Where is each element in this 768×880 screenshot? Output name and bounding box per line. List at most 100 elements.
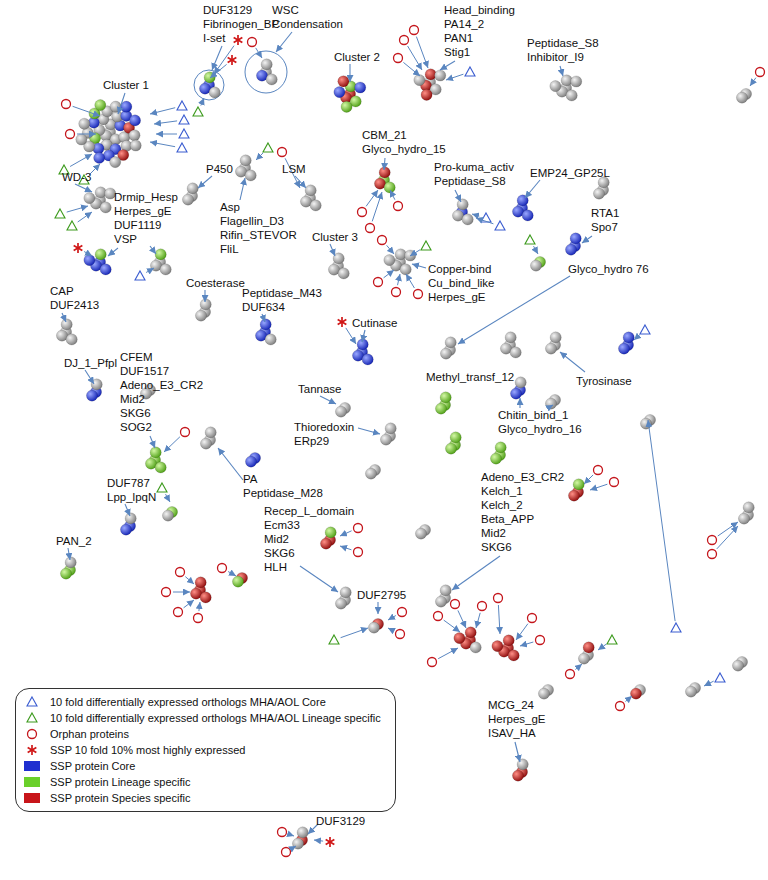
protein-cluster bbox=[565, 233, 581, 255]
protein-sphere bbox=[320, 538, 331, 549]
protein-cluster bbox=[300, 185, 321, 211]
domain-label: Asp bbox=[220, 200, 240, 214]
protein-cluster bbox=[328, 253, 349, 279]
ortholog-mark bbox=[193, 107, 203, 116]
ortholog-mark bbox=[55, 209, 65, 218]
domain-label: Mid2 bbox=[264, 532, 289, 546]
domain-label: Herpes_gE bbox=[488, 712, 546, 726]
protein-sphere bbox=[732, 660, 743, 671]
protein-cluster bbox=[368, 618, 383, 633]
leader-arrow bbox=[118, 93, 125, 114]
protein-sphere bbox=[495, 442, 506, 453]
marker-arrow bbox=[292, 846, 296, 848]
marker-arrow bbox=[750, 78, 756, 86]
domain-label: Ecm33 bbox=[264, 518, 300, 532]
legend-symbol bbox=[24, 711, 44, 725]
orphan-mark bbox=[410, 26, 419, 35]
ortholog-mark bbox=[179, 129, 189, 138]
protein-cluster bbox=[190, 577, 211, 603]
protein-sphere bbox=[435, 596, 446, 607]
domain-label: CBM_21 bbox=[362, 128, 407, 142]
marker-arrow bbox=[199, 602, 200, 611]
protein-sphere bbox=[566, 90, 577, 101]
ortholog-mark bbox=[135, 271, 145, 280]
protein-sphere bbox=[384, 182, 395, 193]
legend-row: 10 fold differentially expressed ortholo… bbox=[24, 710, 387, 726]
domain-label: Peptidase_S8 bbox=[527, 36, 599, 50]
marker-arrow bbox=[340, 546, 351, 550]
protein-sphere bbox=[435, 403, 446, 414]
leader-arrow bbox=[62, 313, 66, 322]
protein-sphere bbox=[440, 585, 451, 596]
protein-sphere bbox=[200, 592, 211, 603]
protein-sphere bbox=[120, 524, 131, 535]
domain-label: Head_binding bbox=[444, 3, 515, 17]
protein-sphere bbox=[95, 100, 106, 111]
domain-label: Peptidase_M43 bbox=[242, 286, 322, 300]
protein-cluster bbox=[374, 167, 395, 193]
ortholog-mark bbox=[177, 101, 187, 110]
orphan-mark bbox=[392, 288, 401, 297]
marker-arrow bbox=[516, 624, 528, 640]
high-expression-mark bbox=[326, 837, 335, 847]
legend-text: SSP protein Species specific bbox=[50, 792, 190, 804]
ortholog-mark bbox=[263, 143, 273, 152]
protein-sphere bbox=[384, 255, 395, 266]
domain-label: SOG2 bbox=[120, 420, 152, 434]
orphan-mark bbox=[62, 100, 71, 109]
leader-arrow bbox=[560, 66, 563, 76]
marker-arrow bbox=[70, 154, 92, 167]
orphan-mark bbox=[616, 702, 625, 711]
legend-symbol-slot bbox=[24, 791, 44, 805]
protein-sphere bbox=[440, 392, 451, 403]
leader-arrow bbox=[515, 742, 520, 762]
orphan-mark bbox=[400, 36, 409, 45]
domain-label: Glyco_hydro 76 bbox=[568, 262, 649, 276]
protein-sphere bbox=[162, 510, 173, 521]
domain-label: Mid2 bbox=[481, 526, 506, 540]
domain-label: WSC bbox=[272, 3, 299, 17]
protein-sphere bbox=[94, 152, 105, 163]
orphan-mark bbox=[708, 536, 717, 545]
ortholog-mark bbox=[715, 673, 725, 682]
protein-sphere bbox=[130, 140, 141, 151]
protein-cluster bbox=[86, 379, 102, 401]
protein-sphere bbox=[550, 81, 561, 92]
marker-arrow bbox=[73, 106, 100, 116]
protein-cluster bbox=[593, 177, 609, 199]
marker-arrow bbox=[534, 246, 539, 254]
domain-label: SKG6 bbox=[264, 546, 295, 560]
marker-arrow bbox=[625, 696, 632, 702]
domain-label: Lpp_lpqN bbox=[107, 490, 156, 504]
legend-text: 10 fold differentially expressed ortholo… bbox=[50, 712, 381, 724]
ortholog-mark bbox=[157, 483, 167, 492]
marker-arrow bbox=[520, 642, 533, 646]
protein-cluster bbox=[150, 249, 171, 275]
ortholog-mark bbox=[179, 115, 189, 124]
protein-sphere bbox=[292, 838, 303, 849]
protein-sphere bbox=[490, 453, 501, 464]
leader-arrow bbox=[349, 64, 350, 82]
high-expression-mark bbox=[234, 35, 243, 45]
protein-sphere bbox=[457, 199, 468, 210]
legend-symbol bbox=[24, 727, 44, 741]
ortholog-mark bbox=[27, 697, 37, 706]
marker-arrow bbox=[166, 494, 171, 502]
marker-arrow bbox=[150, 142, 175, 147]
ortholog-mark bbox=[329, 635, 339, 644]
marker-arrow bbox=[185, 577, 194, 584]
legend-symbol bbox=[24, 743, 44, 757]
protein-sphere bbox=[492, 641, 503, 652]
ortholog-mark bbox=[525, 235, 535, 244]
leader-arrow bbox=[150, 246, 156, 254]
protein-sphere bbox=[368, 622, 379, 633]
leader-arrow bbox=[68, 548, 70, 560]
protein-cluster bbox=[384, 249, 416, 275]
star-stroke bbox=[326, 840, 335, 845]
protein-sphere bbox=[355, 82, 366, 93]
orphan-mark bbox=[366, 224, 375, 233]
star-stroke bbox=[74, 246, 83, 251]
star-stroke bbox=[234, 38, 243, 43]
orphan-mark bbox=[434, 612, 443, 621]
marker-arrow bbox=[704, 681, 714, 686]
